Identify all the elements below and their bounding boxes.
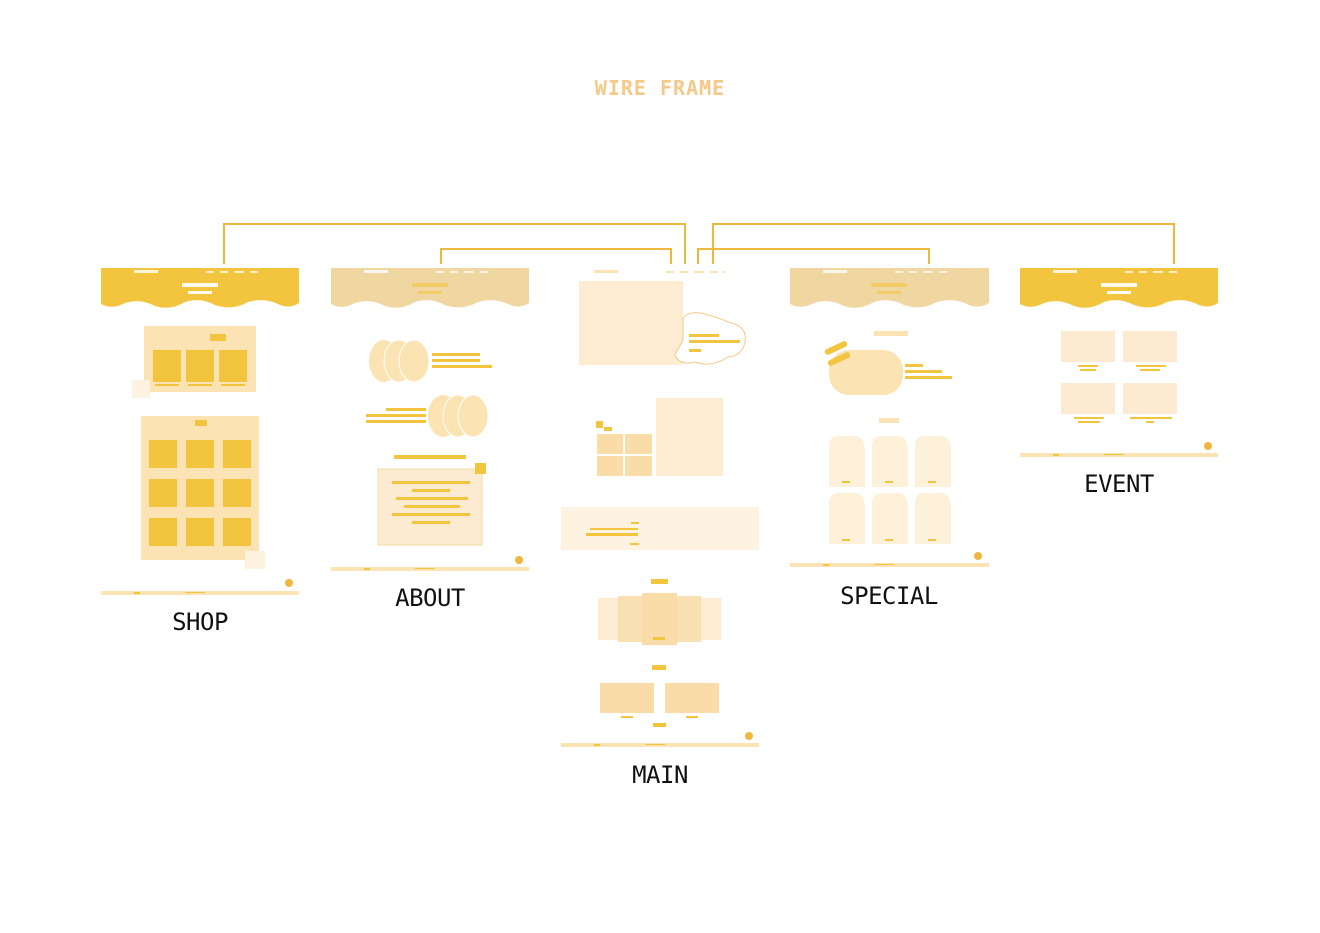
shop-product-grid (141, 416, 265, 569)
special-footer (790, 552, 989, 567)
about-text-card (377, 455, 486, 546)
special-wireframe (790, 268, 989, 567)
about-footer (331, 556, 529, 571)
special-header (790, 268, 989, 308)
main-carousel (598, 579, 721, 645)
shop-header (101, 268, 299, 308)
event-header (1020, 268, 1218, 308)
connector-about (440, 248, 672, 264)
about-ovals-2 (366, 394, 489, 438)
main-wireframe (561, 270, 759, 747)
shop-footer (101, 579, 299, 595)
connector-lines (223, 223, 1175, 264)
special-feature (824, 331, 952, 395)
event-wireframe (1020, 268, 1218, 457)
label-main: MAIN (632, 761, 688, 789)
connector-shop (223, 223, 686, 264)
label-shop: SHOP (172, 608, 228, 636)
about-wireframe (331, 268, 529, 571)
shop-featured-block (132, 326, 256, 398)
main-banner (561, 507, 759, 550)
connector-event (712, 223, 1175, 264)
diagram-title: WIRE FRAME (594, 76, 726, 100)
event-card-grid (1061, 331, 1177, 423)
about-header (331, 268, 529, 308)
about-ovals-1 (369, 339, 492, 383)
label-event: EVENT (1084, 470, 1154, 498)
event-footer (1020, 442, 1218, 457)
connector-special (697, 248, 930, 264)
main-gallery-block (596, 398, 723, 476)
main-hero (579, 281, 746, 365)
main-footer (561, 732, 759, 747)
label-special: SPECIAL (840, 582, 938, 610)
main-cards (600, 665, 719, 727)
main-nav (594, 270, 725, 273)
shop-wireframe (101, 268, 299, 595)
label-about: ABOUT (395, 584, 465, 612)
special-card-grid (829, 418, 951, 544)
